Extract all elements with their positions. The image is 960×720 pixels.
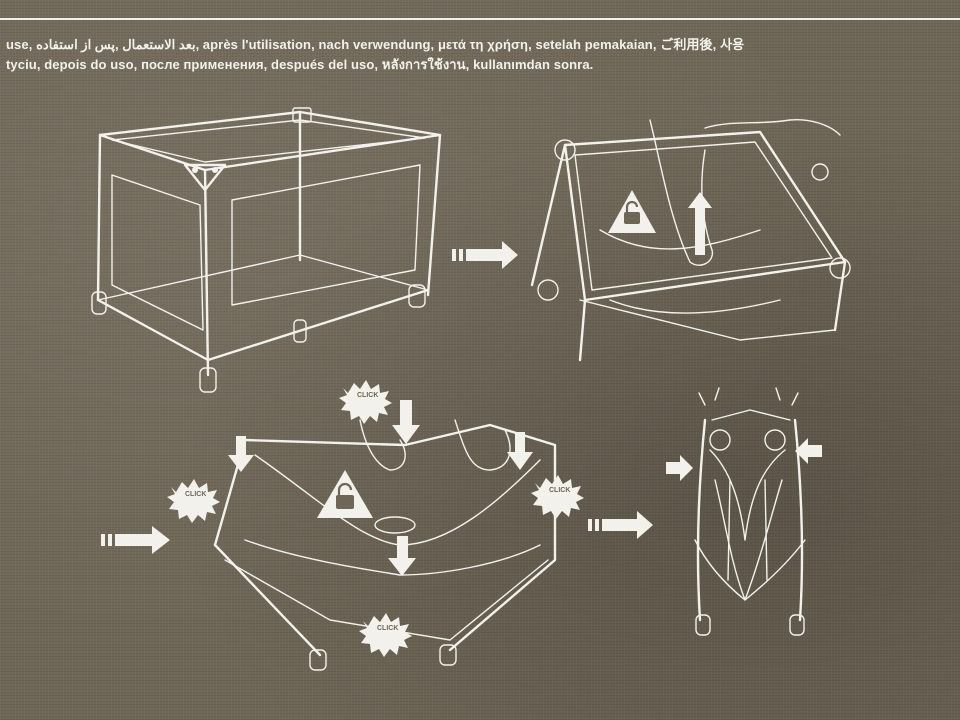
caption-line-2: tyciu, depois do uso, после применения, … xyxy=(6,57,594,72)
right-arrow-icon xyxy=(588,511,653,539)
svg-text:CLICK: CLICK xyxy=(357,392,378,399)
svg-text:CLICK: CLICK xyxy=(549,487,570,494)
unlock-warning-triangle-icon xyxy=(608,190,656,233)
click-badge-4: CLICK xyxy=(359,613,412,657)
click-badge-3: CLICK xyxy=(531,475,584,519)
left-arrow-icon xyxy=(795,438,822,464)
right-arrow-icon xyxy=(452,241,518,269)
step-4-folded-cot xyxy=(666,387,822,636)
right-arrow-icon xyxy=(666,455,693,481)
up-arrow-icon xyxy=(688,192,712,255)
click-badge-2: CLICK xyxy=(167,479,220,523)
step-1-assembled-cot xyxy=(91,107,442,393)
step-3-fold-rails: CLICK CLICK CLICK CLICK xyxy=(167,380,584,671)
down-arrow-icon xyxy=(228,400,533,576)
svg-text:CLICK: CLICK xyxy=(377,625,398,632)
right-arrow-icon xyxy=(101,526,170,554)
instruction-caption: use, بعد الاستعمال ,پس از استفاده, après… xyxy=(0,0,960,86)
svg-text:CLICK: CLICK xyxy=(185,491,206,498)
caption-line-1: use, بعد الاستعمال ,پس از استفاده, après… xyxy=(6,37,745,52)
top-divider xyxy=(0,18,960,20)
unlock-warning-triangle-icon xyxy=(317,470,373,518)
step-2-unlock-rails xyxy=(530,118,851,362)
click-badge-1: CLICK xyxy=(339,380,392,424)
